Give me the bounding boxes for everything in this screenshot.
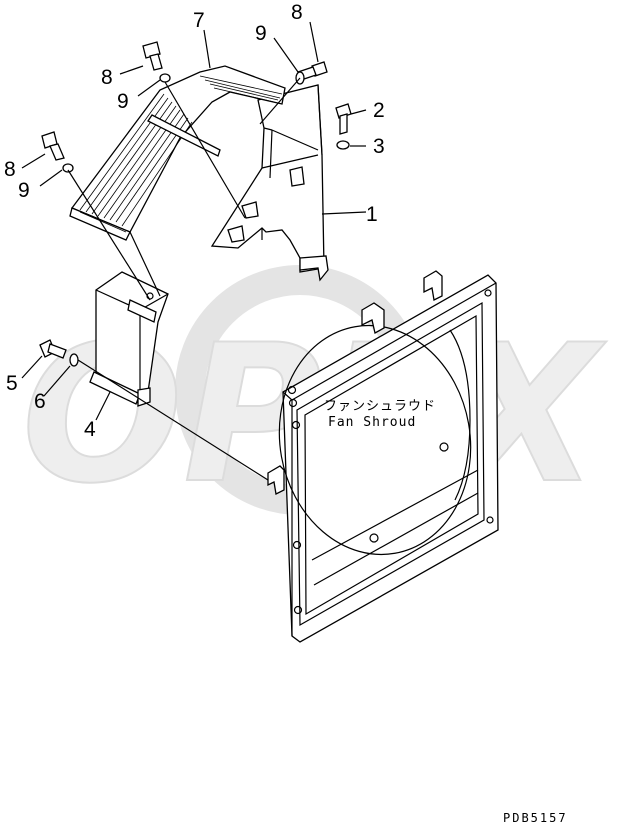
bolt-2	[335, 103, 352, 135]
washer-9-upper-left	[159, 73, 171, 83]
washer-3	[336, 140, 350, 150]
callout-1: 1	[366, 203, 378, 226]
callout-5: 5	[6, 372, 18, 395]
callout-6: 6	[34, 390, 46, 413]
part-1-bracket	[210, 84, 329, 282]
callout-9-left: 9	[18, 179, 30, 202]
callout-8-upper-left: 8	[101, 66, 113, 89]
washer-9-left	[62, 163, 74, 173]
shroud-label-en: Fan Shroud	[328, 415, 416, 430]
leader-lines	[21, 21, 367, 481]
callout-7: 7	[193, 9, 205, 32]
callout-2: 2	[373, 99, 385, 122]
bolt-8-upper-left	[142, 41, 163, 71]
callout-4: 4	[84, 418, 96, 441]
bolt-5	[39, 339, 67, 359]
callout-8-left: 8	[4, 158, 16, 181]
bolt-8-left	[41, 131, 65, 161]
part-4-bracket	[89, 271, 169, 407]
shroud-label-jp: ファンシュラウド	[324, 399, 436, 414]
callout-3: 3	[373, 135, 385, 158]
washer-6	[69, 353, 79, 367]
callout-9-top: 9	[255, 22, 267, 45]
part-7-harness	[69, 65, 286, 241]
fan-shroud	[267, 270, 499, 643]
drawing-code: PDB5157	[503, 811, 568, 825]
callout-8-top: 8	[291, 1, 303, 24]
callout-9-upper-left: 9	[117, 90, 129, 113]
